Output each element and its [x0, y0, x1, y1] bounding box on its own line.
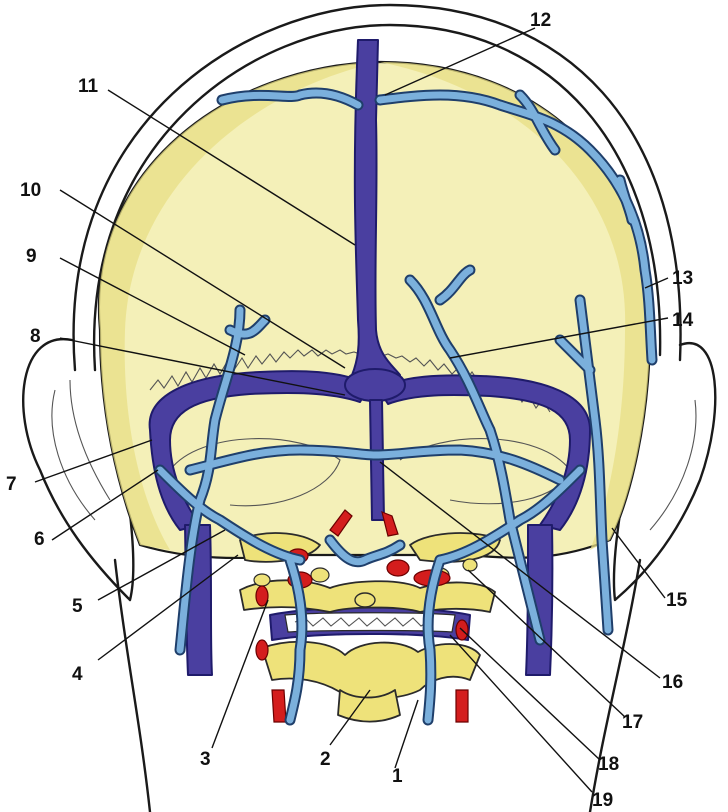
- label-14: 14: [672, 310, 694, 331]
- label-9: 9: [26, 246, 37, 267]
- label-4: 4: [72, 664, 83, 685]
- label-13: 13: [672, 268, 693, 289]
- label-2: 2: [320, 749, 331, 770]
- label-5: 5: [72, 596, 83, 617]
- label-3: 3: [200, 749, 211, 770]
- label-10: 10: [20, 180, 41, 201]
- label-1: 1: [392, 766, 403, 787]
- label-16: 16: [662, 672, 683, 693]
- label-12: 12: [530, 10, 551, 31]
- label-7: 7: [6, 474, 17, 495]
- label-18: 18: [598, 754, 619, 775]
- label-6: 6: [34, 529, 45, 550]
- label-19: 19: [592, 790, 613, 811]
- label-15: 15: [666, 590, 688, 611]
- label-17: 17: [622, 712, 643, 733]
- label-8: 8: [30, 326, 41, 347]
- label-11: 11: [78, 76, 99, 97]
